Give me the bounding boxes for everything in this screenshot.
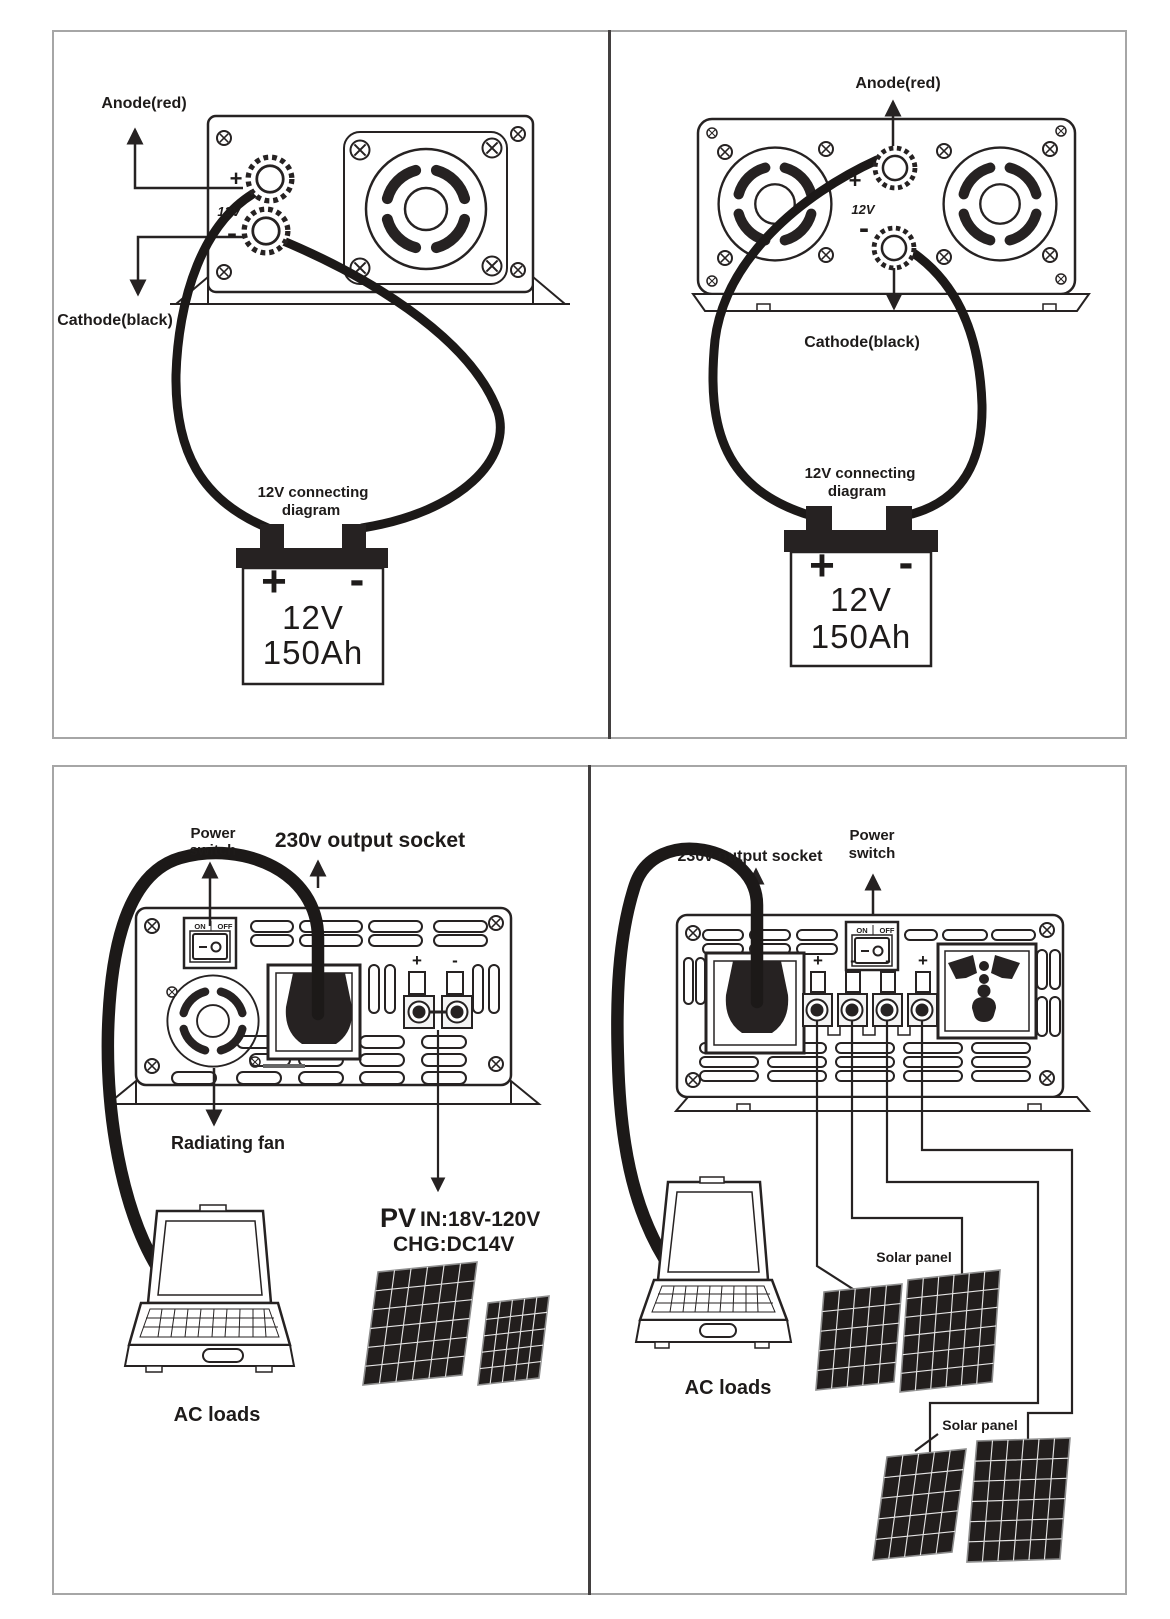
anode-pointer <box>126 127 243 190</box>
solar-panel-label-2: Solar panel <box>942 1417 1017 1433</box>
terminal-voltage-mark: 12V <box>217 204 241 219</box>
laptop <box>634 1176 793 1349</box>
switch-on-label: ON <box>856 926 867 935</box>
radiating-fan-label: Radiating fan <box>171 1133 285 1153</box>
top-frame-divider <box>608 30 611 739</box>
battery-capacity: 150Ah <box>811 618 911 655</box>
battery-cables <box>171 181 505 533</box>
battery-capacity: 150Ah <box>263 634 363 671</box>
solar-panel <box>872 1448 967 1561</box>
switch-off-label: OFF <box>218 922 233 931</box>
pv-input-terminals[interactable]: + - <box>403 951 473 1029</box>
chg-label: CHG:DC14V <box>393 1233 514 1256</box>
solar-panel <box>477 1295 550 1386</box>
connecting-caption-line1: 12V connecting <box>258 484 369 501</box>
diagram-12v-connection-right: + 12V - Anode(red) Cathode(black) 12V co… <box>691 75 1091 668</box>
solar-panel-label-1: Solar panel <box>876 1249 951 1265</box>
battery-post-positive <box>260 524 284 550</box>
terminal-mark-2: - <box>850 951 856 970</box>
battery-post-negative <box>886 506 912 530</box>
switch-off-label: OFF <box>880 926 895 935</box>
battery-voltage: 12V <box>282 599 344 636</box>
connecting-caption-line1: 12V connecting <box>805 465 916 482</box>
terminal-plus-mark: + <box>230 166 243 191</box>
mount-bracket <box>673 1096 1092 1112</box>
diagram-12v-connection-left: + 12V - Anode(red) Cathode(black) 12V co… <box>57 95 570 686</box>
solar-panel <box>899 1269 1001 1393</box>
universal-output-socket[interactable] <box>936 942 1038 1040</box>
mount-foot-right <box>510 1078 542 1105</box>
inverter-rear-dual-fan <box>691 117 1091 312</box>
pv-minus-mark: - <box>452 951 458 970</box>
fan-grille-frame <box>343 131 508 285</box>
dc-terminal-positive <box>248 157 292 201</box>
pv-in-label: IN:18V-120V <box>420 1208 540 1231</box>
anode-label: Anode(red) <box>101 95 186 112</box>
battery-plus-mark: + <box>809 541 835 590</box>
power-label-line1: Power <box>190 825 235 842</box>
diagram-front-panel-left: ON OFF + - <box>101 825 550 1426</box>
mount-bracket <box>691 293 1091 312</box>
inverter-front: ON OFF <box>673 913 1092 1112</box>
power-switch[interactable]: ON OFF <box>844 920 900 972</box>
battery-post-positive <box>806 506 832 530</box>
cathode-label: Cathode(black) <box>57 312 173 329</box>
switch-on-label: ON <box>194 922 205 931</box>
ac-loads-label: AC loads <box>685 1377 772 1399</box>
diagram-front-panel-right: ON OFF <box>611 827 1092 1563</box>
terminal-plus-mark: + <box>849 168 862 193</box>
ac-cable <box>611 842 764 1265</box>
power-label-line1: Power <box>849 827 894 844</box>
ac-loads-label: AC loads <box>174 1404 261 1426</box>
terminal-mark-3: - <box>885 951 891 970</box>
dc-terminal-positive <box>875 148 915 188</box>
output-socket-label: 230v output socket <box>275 829 465 852</box>
power-label-line2: switch <box>190 842 237 859</box>
dc-terminal-negative <box>244 209 288 253</box>
ac-cable <box>101 846 325 1293</box>
output-socket-label: 230v output socket <box>678 848 824 865</box>
battery-minus-mark: - <box>899 538 914 587</box>
solar-panel <box>815 1283 903 1391</box>
connecting-caption-line2: diagram <box>828 483 886 500</box>
terminal-minus-mark: - <box>859 212 869 245</box>
battery-body <box>789 550 933 668</box>
mount-foot-right <box>532 274 568 305</box>
battery-cables <box>708 155 987 521</box>
battery-top-bar <box>236 548 388 568</box>
rating-print-mark <box>263 1064 305 1068</box>
terminal-voltage-mark: 12V <box>851 202 875 217</box>
terminal-mark-4: + <box>918 951 928 970</box>
battery-plus-mark: + <box>261 557 287 606</box>
pv-label: PV <box>380 1203 416 1233</box>
terminal-mark-1: + <box>813 951 823 970</box>
solar-panel <box>966 1437 1071 1563</box>
battery-12v: + - 12V 150Ah <box>784 506 938 668</box>
battery-body <box>241 566 385 686</box>
solar-panel <box>362 1261 478 1386</box>
terminal-contacts <box>805 998 934 1022</box>
anode-label: Anode(red) <box>855 75 940 92</box>
connecting-caption-line2: diagram <box>282 502 340 519</box>
terminal-minus-mark: - <box>227 217 237 250</box>
power-label-line2: switch <box>849 845 896 862</box>
power-switch[interactable]: ON OFF <box>182 916 238 970</box>
laptop <box>123 1204 296 1373</box>
solar-wires <box>815 1012 1074 1455</box>
battery-post-negative <box>342 524 366 550</box>
cathode-label: Cathode(black) <box>804 334 920 351</box>
bottom-frame-divider <box>588 765 591 1595</box>
battery-voltage: 12V <box>830 581 892 618</box>
battery-12v: + - 12V 150Ah <box>236 524 388 686</box>
pv-plus-mark: + <box>412 951 422 970</box>
dc-terminal-negative <box>874 228 914 268</box>
battery-top-bar <box>784 530 938 552</box>
battery-minus-mark: - <box>350 555 365 604</box>
